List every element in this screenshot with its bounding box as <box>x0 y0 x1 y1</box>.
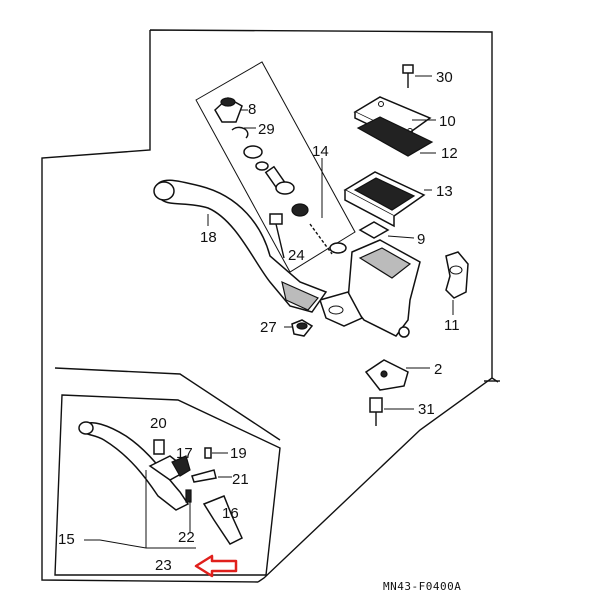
switch-2 <box>364 359 430 391</box>
lever-assembly-15 <box>78 421 243 549</box>
label-22: 22 <box>178 529 195 546</box>
label-19: 19 <box>230 445 247 462</box>
screw-31 <box>369 397 414 426</box>
highlight-arrow <box>194 554 238 578</box>
label-13: 13 <box>436 183 453 200</box>
pivot-bolt-24 <box>269 213 285 259</box>
label-10: 10 <box>439 113 456 130</box>
diaphragm-13 <box>343 171 432 228</box>
label-12: 12 <box>441 145 458 162</box>
diaphragm-plate-12 <box>356 116 436 157</box>
label-11: 11 <box>444 317 460 334</box>
label-2: 2 <box>434 361 442 378</box>
label-24: 24 <box>288 247 305 264</box>
label-29: 29 <box>258 121 275 138</box>
label-21: 21 <box>232 471 249 488</box>
clamp-11 <box>445 251 469 315</box>
label-23: 23 <box>155 557 172 574</box>
label-18: 18 <box>200 229 217 246</box>
label-9: 9 <box>417 231 425 248</box>
nut-27 <box>284 319 314 337</box>
diagram-code: MN43-F0400A <box>383 580 461 593</box>
master-cylinder-body <box>319 239 421 338</box>
label-14: 14 <box>312 143 329 160</box>
label-20: 20 <box>150 415 167 432</box>
label-27: 27 <box>260 319 277 336</box>
inset-frame <box>54 394 281 576</box>
kit-bracket-14 <box>195 61 356 273</box>
frame-outline <box>41 29 499 583</box>
label-8: 8 <box>248 101 256 118</box>
label-16: 16 <box>222 505 239 522</box>
label-17: 17 <box>176 445 193 462</box>
label-31: 31 <box>418 401 435 418</box>
screw-9 <box>358 221 415 239</box>
label-15: 15 <box>58 531 75 548</box>
label-30: 30 <box>436 69 453 86</box>
brake-lever-18 <box>153 179 328 313</box>
piston-assembly-14 <box>214 97 347 255</box>
bolt-30 <box>402 64 432 88</box>
